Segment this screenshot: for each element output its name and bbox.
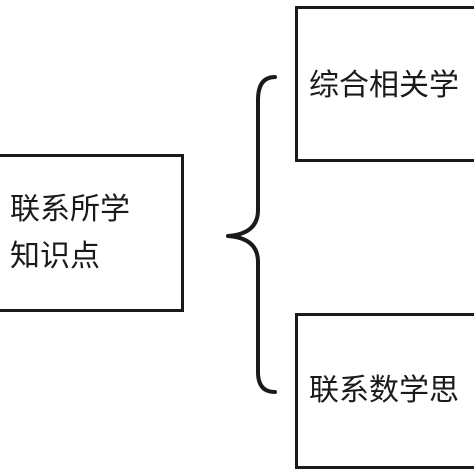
source-node-label-line1: 联系所学: [10, 192, 130, 227]
target-node-label-1: 综合相关学: [309, 68, 459, 103]
target-node-box-1: [295, 6, 474, 162]
target-node-box-2: [295, 313, 474, 469]
source-node-label-line2: 知识点: [10, 239, 100, 274]
target-node-label-2: 联系数学思: [309, 373, 459, 408]
source-node-box: [0, 154, 184, 312]
